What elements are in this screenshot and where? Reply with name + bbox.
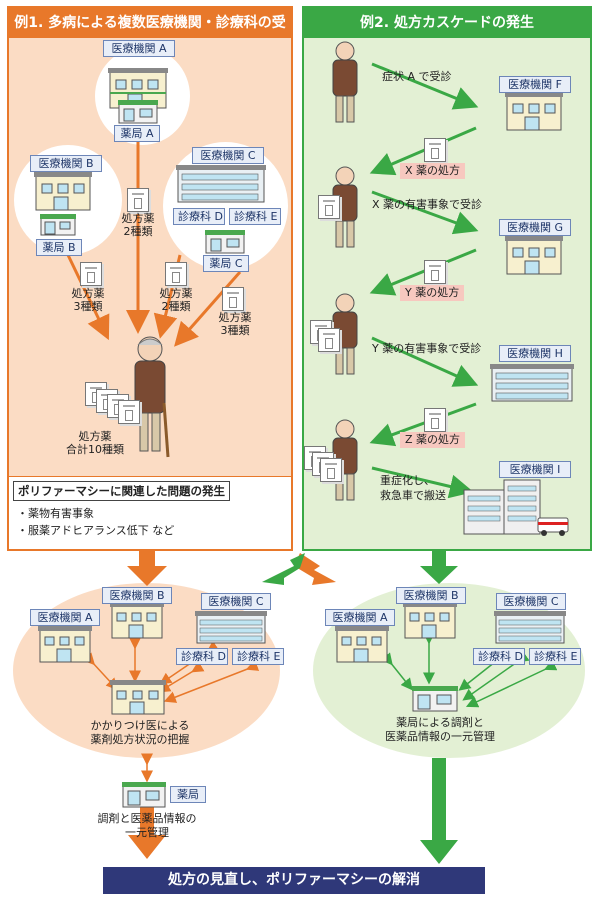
prescription-slip-d (165, 262, 187, 286)
building-pharmacy-c (205, 230, 245, 254)
label-pharmacy-c: 薬局 C (203, 255, 249, 272)
patient-step1 (332, 41, 358, 123)
bl-building-c (195, 611, 267, 644)
br-label-institution-b: 医療機関 B (396, 587, 466, 604)
br-caption-line2: 医薬品情報の一元管理 (385, 730, 495, 743)
step4-line2: 救急車で搬送 (380, 489, 446, 502)
problem-title: ポリファーマシーに関連した問題の発生 (13, 481, 230, 501)
br-label-dept-d: 診療科 D (473, 648, 525, 665)
rx-a-line2: 2種類 (123, 225, 153, 238)
slip-ex2-1 (318, 195, 340, 219)
rx-a-line1: 処方薬 (121, 212, 155, 225)
slip-rx-z (424, 408, 446, 432)
bl-building-a (38, 626, 92, 663)
building-institution-b (34, 172, 92, 211)
label-institution-g: 医療機関 G (499, 219, 571, 236)
slip-rx-y (424, 260, 446, 284)
br-label-dept-e: 診療科 E (529, 648, 581, 665)
bl-label-institution-c: 医療機関 C (201, 593, 271, 610)
br-caption-line1: 薬局による調剤と (396, 716, 484, 729)
br-label-institution-c: 医療機関 C (496, 593, 566, 610)
elderly-patient-figure (134, 336, 170, 458)
prescription-slip-a (127, 188, 149, 212)
problem-box: ポリファーマシーに関連した問題の発生 ・薬物有害事象 ・服薬アドヒアランス低下 … (9, 476, 291, 549)
bl-label-institution-a: 医療機関 A (30, 609, 100, 626)
bl-label-institution-b: 医療機関 B (102, 587, 172, 604)
rx-e-line1: 処方薬 (218, 311, 252, 324)
bl-pharmacy-building (122, 782, 166, 808)
step4-line1: 重症化し、 (380, 474, 435, 487)
slip-ex2-6 (320, 458, 342, 482)
label-institution-f: 医療機関 F (499, 76, 571, 93)
rx-b-line1: 処方薬 (71, 287, 105, 300)
br-building-b (403, 602, 457, 639)
bl-building-b (110, 602, 164, 639)
label-dept-e: 診療科 E (229, 208, 281, 225)
problem-item-2: ・服薬アドヒアランス低下 など (17, 524, 175, 537)
label-institution-b: 医療機関 B (30, 155, 102, 172)
building-institution-g (505, 236, 563, 275)
rx-e-line2: 3種類 (220, 324, 250, 337)
bl-caption-line2: 薬剤処方状況の把握 (90, 733, 190, 746)
bl-label-dept-e: 診療科 E (232, 648, 284, 665)
label-pharmacy-a: 薬局 A (114, 125, 160, 142)
step1-text: 症状 A で受診 (382, 70, 452, 83)
slip-rx-x (424, 138, 446, 162)
bl-caption-line1: かかりつけ医による (90, 719, 190, 732)
bl-pharmacy-caption-line2: 一元管理 (125, 826, 169, 839)
bl-label-pharmacy: 薬局 (170, 786, 206, 803)
step2-text: X 薬の有害事象で受診 (372, 198, 483, 211)
rx-x-label: X 薬の処方 (400, 163, 466, 179)
rx-y-label: Y 薬の処方 (400, 285, 465, 301)
example1-title: 例1. 多病による複数医療機関・診療科の受診 (9, 8, 291, 61)
example2-title: 例2. 処方カスケードの発生 (304, 8, 590, 38)
building-pharmacy-a (118, 100, 158, 124)
bl-building-family-doctor (110, 680, 166, 715)
rx-d-line2: 2種類 (161, 300, 191, 313)
label-pharmacy-b: 薬局 B (36, 239, 82, 256)
rx-d-line1: 処方薬 (159, 287, 193, 300)
prescription-slip-e (222, 287, 244, 311)
br-building-a (335, 626, 389, 663)
building-pharmacy-b (40, 214, 76, 236)
problem-item-1: ・薬物有害事象 (17, 507, 94, 520)
prescription-slip-b (80, 262, 102, 286)
label-institution-c: 医療機関 C (192, 147, 264, 164)
label-institution-a: 医療機関 A (103, 40, 175, 57)
rx-z-label: Z 薬の処方 (400, 432, 466, 448)
rx-total-line1: 処方薬 (78, 430, 112, 443)
step3-text: Y 薬の有害事象で受診 (372, 342, 482, 355)
label-dept-d: 診療科 D (173, 208, 225, 225)
patient-step2 (332, 166, 358, 248)
bl-label-dept-d: 診療科 D (176, 648, 228, 665)
building-institution-f (505, 92, 563, 131)
br-building-c (494, 611, 566, 644)
building-institution-c (176, 165, 266, 203)
bl-pharmacy-caption-line1: 調剤と医薬品情報の (97, 812, 197, 825)
label-institution-h: 医療機関 H (499, 345, 571, 362)
prescription-slip-stack-4 (118, 400, 140, 424)
rx-total-line2: 合計10種類 (66, 443, 124, 456)
building-institution-i (463, 479, 569, 536)
br-pharmacy-building (412, 686, 458, 712)
slip-ex2-3 (318, 328, 340, 352)
rx-b-line2: 3種類 (73, 300, 103, 313)
label-institution-i: 医療機関 I (499, 461, 571, 478)
conclusion-banner: 処方の見直し、ポリファーマシーの解消 (103, 867, 485, 894)
building-institution-h (490, 364, 574, 402)
br-label-institution-a: 医療機関 A (325, 609, 395, 626)
